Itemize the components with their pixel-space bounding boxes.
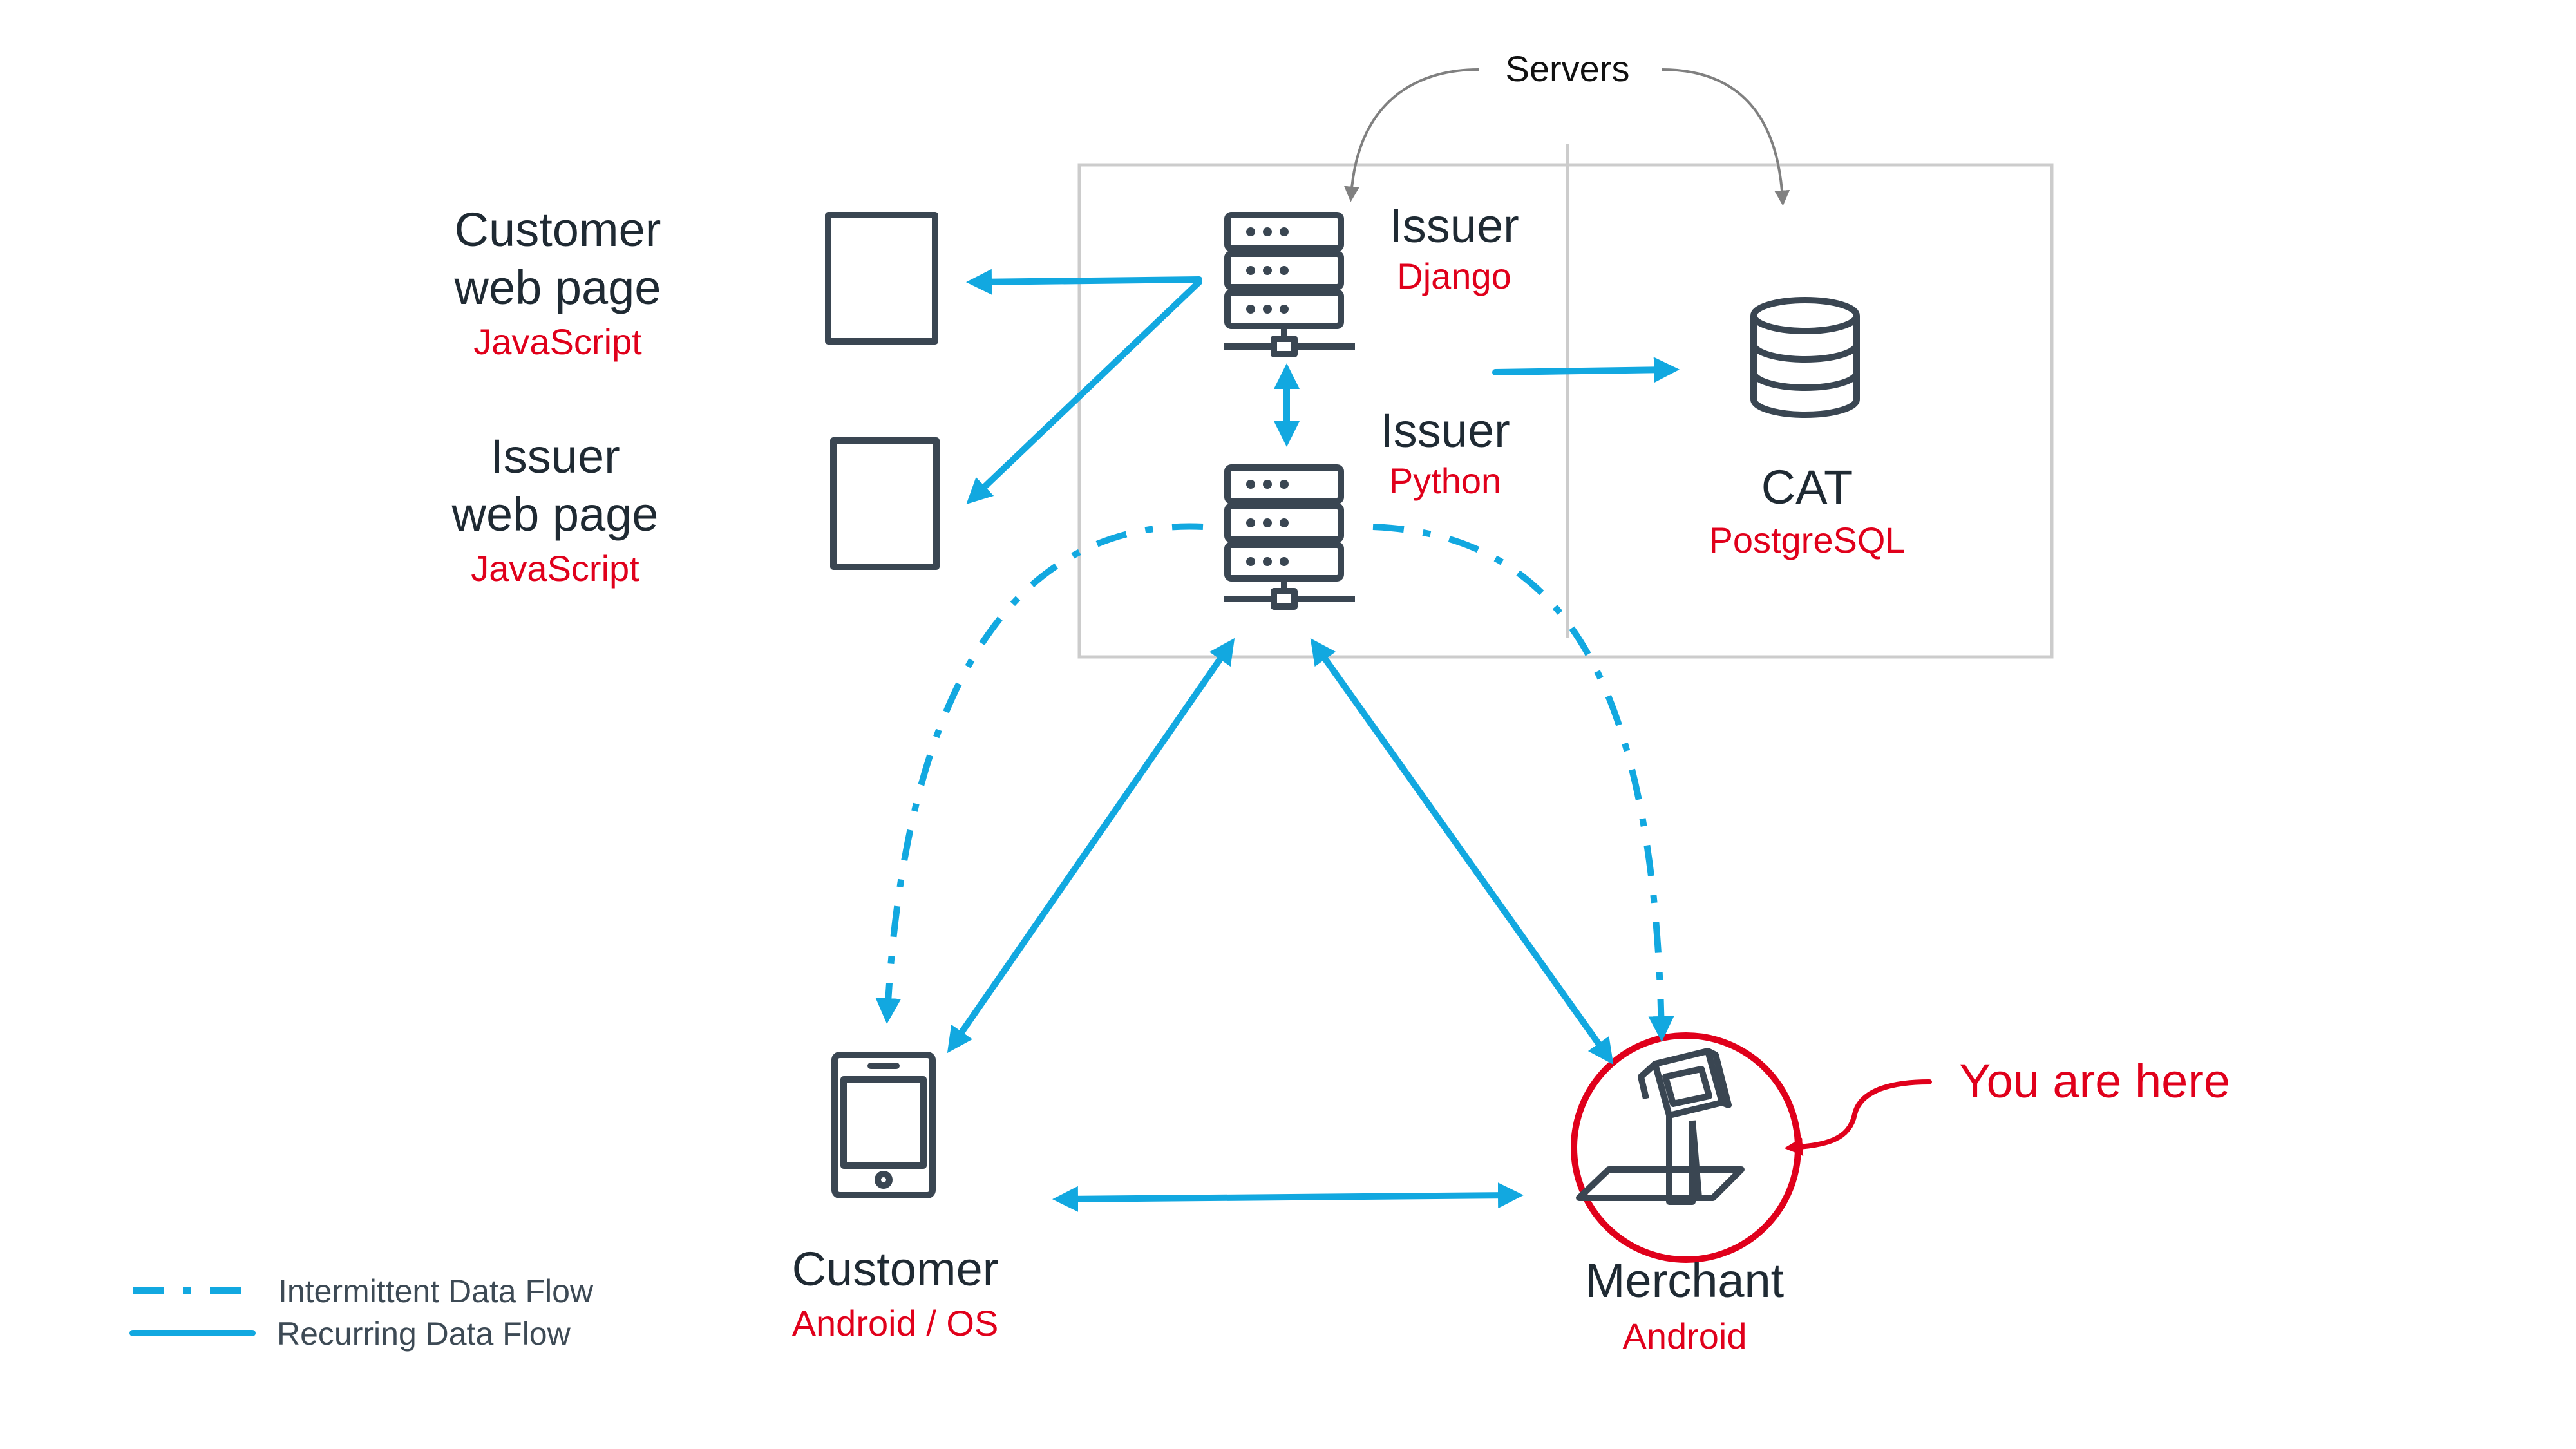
flow-customer-merchant (1052, 1182, 1524, 1212)
flow-django-to-issuer-web (966, 279, 1202, 505)
servers-arrow-left (1344, 68, 1479, 202)
database-icon (1750, 297, 1860, 418)
customer-tech: Android / OS (792, 1303, 999, 1343)
issuer-python-title: Issuer (1380, 404, 1510, 457)
flow-intermittent-python-merchant (1372, 524, 1674, 1042)
issuer-django-title: Issuer (1389, 199, 1519, 252)
issuer-django-tech: Django (1397, 256, 1511, 296)
customer-web-page-tech: JavaScript (473, 321, 642, 362)
customer-web-page-title-line2: web page (454, 261, 661, 314)
issuer-python-tech: Python (1389, 460, 1501, 501)
issuer-web-page-title-line1: Issuer (490, 430, 620, 483)
issuer-django-node: Issuer Django (1224, 199, 1519, 357)
legend: Intermittent Data Flow Recurring Data Fl… (129, 1273, 594, 1352)
flow-issuer-to-cat (1492, 357, 1680, 383)
cat-node: CAT PostgreSQL (1709, 297, 1906, 560)
merchant-node: Merchant Android (1571, 1032, 1801, 1356)
server-icon (1224, 212, 1355, 357)
legend-recurring-label: Recurring Data Flow (277, 1316, 571, 1352)
document-icon (825, 212, 938, 345)
issuer-web-page-title-line2: web page (451, 488, 659, 541)
customer-web-page-title-line1: Customer (455, 203, 661, 256)
merchant-tech: Android (1622, 1316, 1747, 1356)
customer-node: Customer Android / OS (792, 1052, 999, 1343)
issuer-web-page-node: Issuer web page JavaScript (451, 430, 940, 589)
merchant-title: Merchant (1586, 1254, 1785, 1307)
flow-python-merchant (1310, 638, 1614, 1065)
server-icon (1224, 464, 1355, 610)
issuer-python-node: Issuer Python (1224, 404, 1510, 610)
you-are-here-arrow (1784, 1079, 1932, 1157)
flow-intermittent-python-customer (875, 523, 1204, 1024)
issuer-web-page-tech: JavaScript (471, 548, 639, 589)
smartphone-icon (831, 1052, 936, 1198)
flow-django-to-customer-web (966, 269, 1202, 295)
legend-intermittent-label: Intermittent Data Flow (278, 1273, 594, 1309)
customer-title: Customer (792, 1242, 999, 1296)
servers-arrow-right (1661, 68, 1790, 206)
you-are-here-label: You are here (1959, 1054, 2230, 1108)
document-icon (830, 437, 940, 570)
kiosk-icon (1576, 1048, 1745, 1205)
servers-label: Servers (1506, 48, 1630, 89)
cat-tech: PostgreSQL (1709, 520, 1905, 560)
cat-title: CAT (1761, 460, 1853, 514)
customer-web-page-node: Customer web page JavaScript (454, 203, 938, 362)
flow-python-customer (947, 638, 1235, 1054)
